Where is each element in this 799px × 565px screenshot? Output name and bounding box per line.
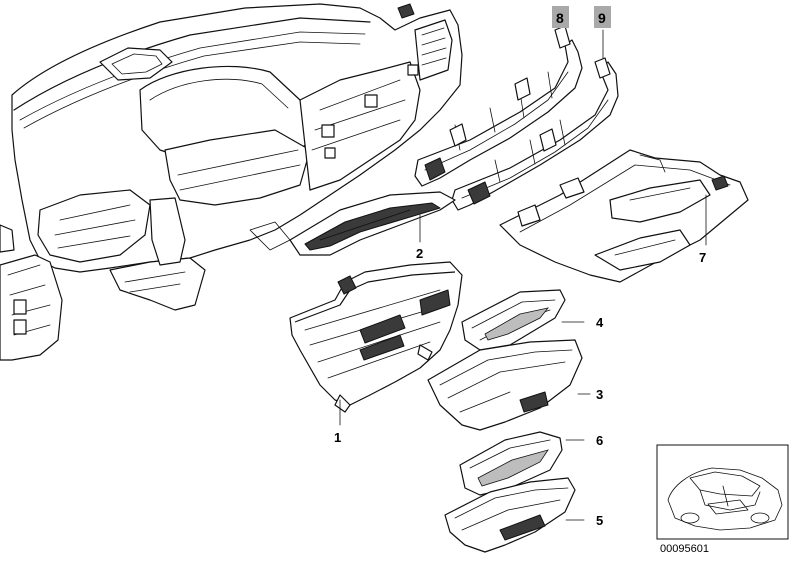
part-2-trim-frame: [289, 191, 456, 256]
callout-9: 9: [598, 10, 606, 26]
callout-7: 7: [699, 250, 706, 265]
callout-1: 1: [334, 430, 341, 445]
part-4-tray: [461, 289, 585, 351]
part-1-console-carrier: [289, 261, 463, 426]
callout-9-badge: 9: [594, 6, 611, 28]
reference-number: 00095601: [660, 543, 709, 555]
part-7-cover-panel: [499, 149, 749, 283]
part-3-storage-box: [427, 339, 591, 431]
dashboard-assembly: [0, 3, 463, 361]
part-6-tray: [459, 431, 585, 496]
callout-6: 6: [596, 433, 603, 448]
car-thumbnail-inset: [656, 444, 789, 540]
callout-2: 2: [416, 246, 423, 261]
callout-3: 3: [596, 387, 603, 402]
part-5-storage-box: [444, 477, 585, 553]
callout-4: 4: [596, 315, 604, 330]
part-9-trim-strip: [451, 29, 619, 211]
callout-8-badge: 8: [552, 6, 569, 28]
callout-5: 5: [596, 513, 603, 528]
part-8-trim-strip: [414, 11, 583, 187]
callout-8: 8: [556, 10, 564, 26]
